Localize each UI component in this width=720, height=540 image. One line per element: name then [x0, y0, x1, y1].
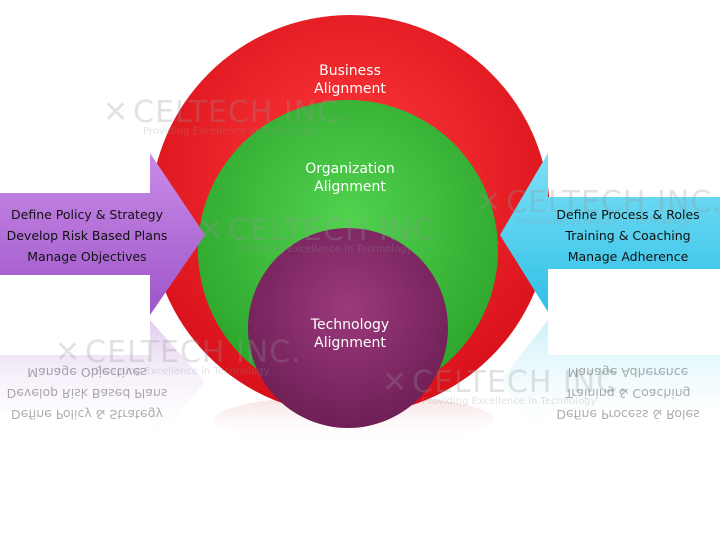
left-arrow-reflection [0, 320, 205, 445]
left-arrow-shape [0, 153, 205, 315]
right-arrow-text-reflection: Define Process & Roles Training & Coachi… [556, 365, 700, 422]
right-arrow-item: Define Process & Roles [556, 207, 700, 222]
right-arrow-reflection [500, 320, 720, 445]
business-alignment-label: Business Alignment [314, 63, 386, 97]
right-arrow-shape [500, 153, 720, 312]
right-arrow-item: Manage Adherence [567, 249, 689, 264]
technology-alignment-label: Technology Alignment [310, 317, 390, 351]
right-arrow-item: Training & Coaching [565, 228, 691, 243]
left-arrow-text: Define Policy & Strategy Develop Risk Ba… [4, 204, 170, 267]
left-arrow-text-reflection: Define Policy & Strategy Develop Risk Ba… [6, 365, 168, 422]
left-arrow-item: Develop Risk Based Plans [6, 228, 168, 243]
technology-circle [248, 228, 448, 428]
right-arrow-text: Define Process & Roles Training & Coachi… [546, 204, 710, 267]
left-arrow-item: Manage Objectives [27, 249, 147, 264]
organization-alignment-label: Organization Alignment [305, 161, 395, 195]
left-arrow-item: Define Policy & Strategy [11, 207, 163, 222]
